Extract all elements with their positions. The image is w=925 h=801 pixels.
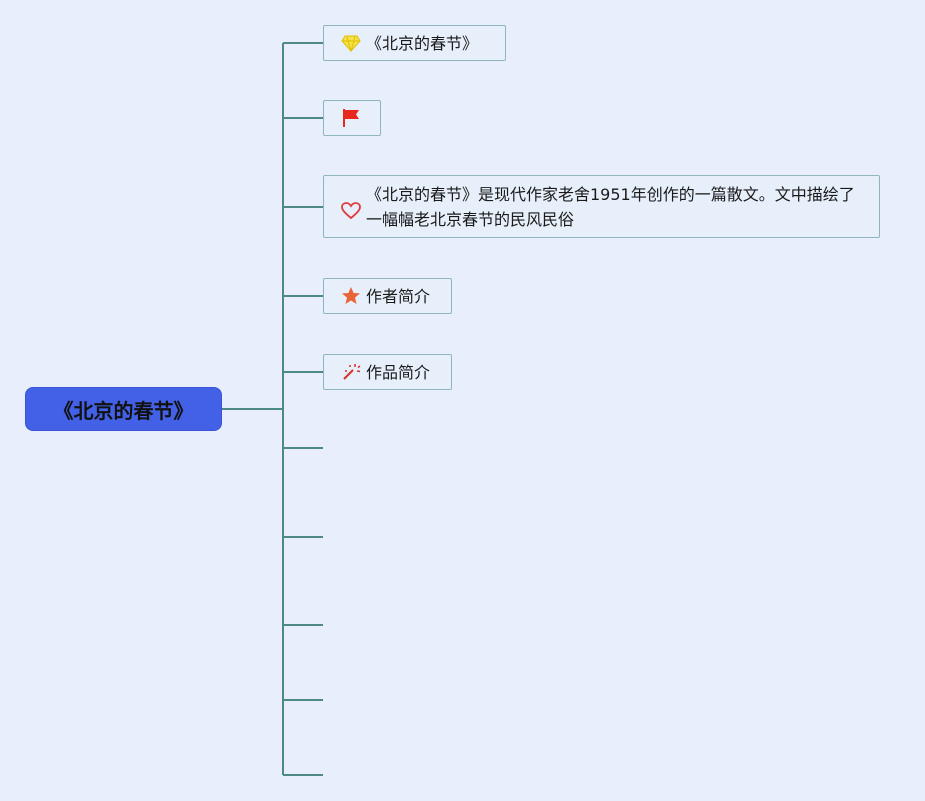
central-topic[interactable]: 《北京的春节》 [25, 387, 222, 431]
topic-author-intro[interactable]: 作者简介 [323, 278, 452, 314]
topic-description[interactable]: 《北京的春节》是现代作家老舍1951年创作的一篇散文。文中描绘了一幅幅老北京春节… [323, 175, 880, 238]
topic-flag[interactable] [323, 100, 381, 136]
topic-label: 作者简介 [366, 286, 431, 306]
heart-icon [341, 201, 361, 221]
diamond-icon [341, 33, 361, 53]
magic-wand-icon [341, 362, 361, 382]
flag-icon [341, 108, 361, 128]
star-icon [341, 286, 361, 306]
topic-label: 《北京的春节》是现代作家老舍1951年创作的一篇散文。文中描绘了一幅幅老北京春节… [366, 185, 855, 229]
topic-title[interactable]: 《北京的春节》 [323, 25, 506, 61]
topic-work-intro[interactable]: 作品简介 [323, 354, 452, 390]
topic-label: 作品简介 [366, 362, 431, 382]
central-topic-label: 《北京的春节》 [53, 398, 194, 423]
topic-label: 《北京的春节》 [366, 33, 479, 53]
